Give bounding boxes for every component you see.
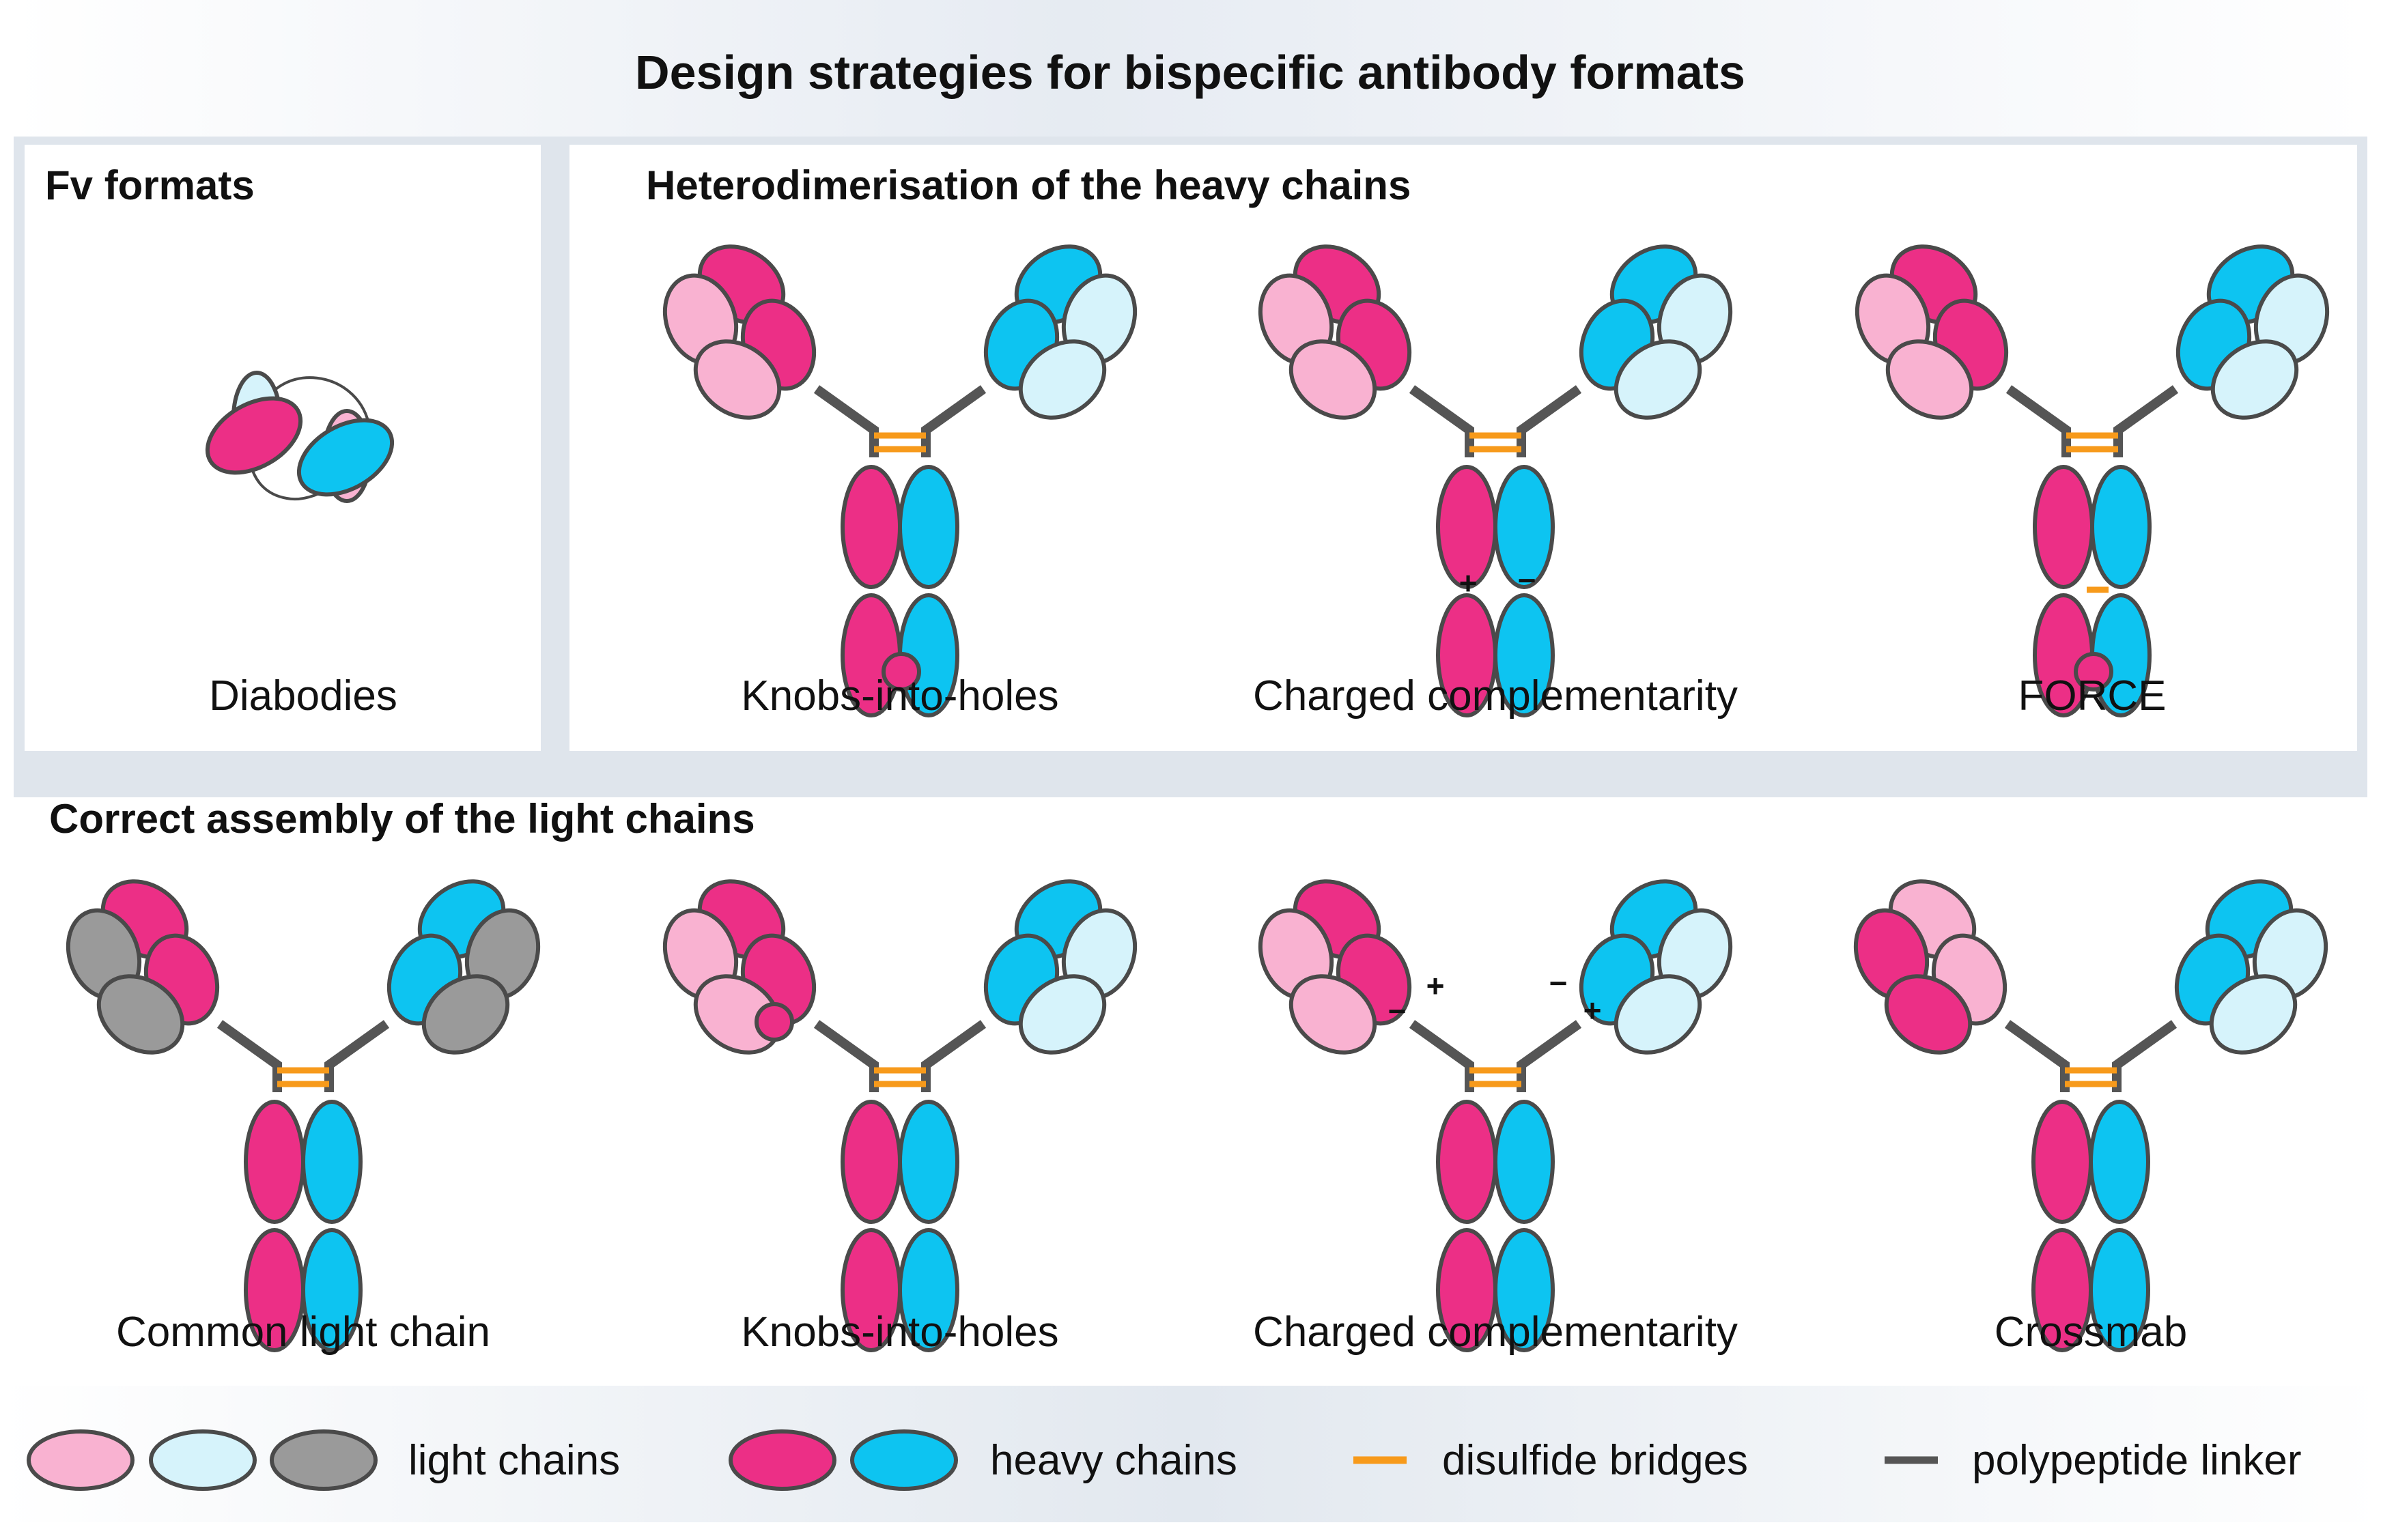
heavy-chain-domain [1493, 593, 1555, 717]
light-chain-domain [1288, 974, 1377, 1055]
antibody-knobs-into-holes-heavy [662, 244, 1138, 717]
light-chain-panel [25, 797, 2357, 1378]
legend-heavy-blue-swatch [850, 1429, 958, 1491]
format-label: Crossmab [1995, 1309, 2188, 1356]
format-label: Diabodies [209, 672, 397, 719]
heavy-chain-domain [2031, 1100, 2093, 1224]
page-title: Design strategies for bispecific antibod… [635, 46, 1745, 99]
legend-heavy-pink-swatch [729, 1429, 836, 1491]
light-chain-domain [421, 974, 510, 1055]
heavy-chain-domain [244, 1100, 305, 1224]
heavy-chain-domain [898, 1228, 959, 1352]
heavy-heading: Heterodimerisation of the heavy chains [646, 162, 1411, 208]
heavy-chain-domain [296, 418, 395, 497]
diabody-structure [205, 371, 395, 503]
heavy-chain-domain [2089, 1100, 2150, 1224]
format-label: Charged complementarity [1253, 672, 1738, 719]
heavy-chain-domain [1493, 1228, 1555, 1352]
knob-domain [2074, 652, 2113, 691]
title-banner [14, 0, 2367, 137]
heavy-chain-domain [1436, 1100, 1497, 1224]
light-chain-domain [1288, 339, 1377, 420]
heavy-chain-domain [1493, 1100, 1555, 1224]
legend-grey-swatch [270, 1429, 378, 1491]
light-chain-domain [1885, 339, 1974, 420]
antibody-charged-light [1258, 879, 1733, 1352]
light-chain-domain [96, 974, 185, 1055]
format-label: FORCE [2018, 672, 2167, 719]
antibody-crossmab [1853, 879, 2328, 1352]
light-chain-domain [1018, 974, 1107, 1055]
heavy-chain-domain [898, 1100, 959, 1224]
knob-domain [882, 652, 921, 691]
heavy-chain-domain [205, 396, 303, 475]
legend-swatches [27, 1429, 1938, 1491]
antibody-force [1855, 244, 2330, 717]
light-chain-domain [2209, 974, 2298, 1055]
format-label: Charged complementarity [1253, 1309, 1738, 1356]
format-label: Knobs-into-holes [741, 1309, 1058, 1356]
heavy-chain-domain [301, 1100, 363, 1224]
charge-plus-sign: + [1583, 993, 1602, 1028]
charge-minus-sign: − [1549, 965, 1568, 1001]
antibody-common-light-chain [66, 879, 541, 1352]
heavy-chain-domain [898, 465, 959, 589]
knob-domain [755, 1002, 794, 1042]
heavy-chain-domain [841, 465, 902, 589]
format-label: Knobs-into-holes [741, 672, 1058, 719]
light-chain-domain [1884, 974, 1973, 1055]
charge-plus-sign: + [1426, 968, 1445, 1003]
light-chain-domain [693, 339, 782, 420]
charge-plus-sign: + [1459, 565, 1478, 601]
antibody-charged-heavy [1258, 244, 1733, 717]
panel-divider [14, 778, 2367, 797]
antibody-knobs-into-holes-light [662, 879, 1138, 1352]
legend-light-blue-swatch [149, 1429, 257, 1491]
heavy-chain-domain [2089, 1228, 2150, 1352]
charge-minus-sign: − [1518, 562, 1536, 598]
legend-light-chains-label: light chains [408, 1437, 620, 1484]
legend-heavy-chains-label: heavy chains [990, 1437, 1237, 1484]
light-chain-domain [2210, 339, 2299, 420]
legend-light-pink-swatch [27, 1429, 135, 1491]
heavy-chain-domain [841, 1100, 902, 1224]
fv-heading: Fv formats [45, 162, 255, 208]
legend-linker-label: polypeptide linker [1972, 1437, 2302, 1484]
heavy-chain-domain [1493, 465, 1555, 589]
light-chain-domain [1018, 339, 1107, 420]
heavy-chain-domain [301, 1228, 363, 1352]
format-label: Common light chain [116, 1309, 490, 1356]
heavy-chain-domain [2090, 465, 2152, 589]
legend-disulfide-label: disulfide bridges [1442, 1437, 1748, 1484]
charge-minus-sign: − [1388, 993, 1407, 1029]
heavy-chain-domain [2033, 465, 2094, 589]
legend-bar [0, 1386, 2381, 1522]
light-heading: Correct assembly of the light chains [49, 796, 755, 842]
light-chain-domain [1614, 974, 1702, 1055]
light-chain-domain [1614, 339, 1702, 420]
